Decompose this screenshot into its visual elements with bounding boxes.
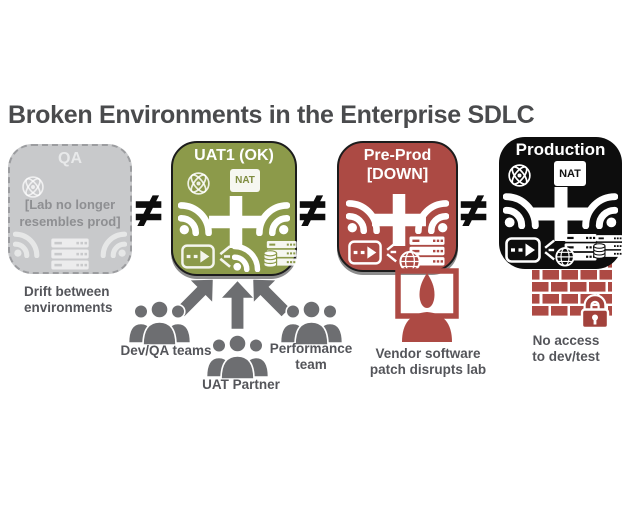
qa-note: [Lab no longer resembles prod] bbox=[10, 197, 130, 231]
qa-caption-line1: Drift between bbox=[24, 284, 110, 299]
server-database-icon bbox=[263, 240, 297, 270]
devqa-teams-label: Dev/QA teams bbox=[120, 343, 212, 358]
network-atom-icon bbox=[185, 170, 212, 197]
server-globe-icon bbox=[555, 233, 597, 267]
env-box-qa: QA [Lab no longer resembles prod] bbox=[8, 144, 132, 274]
qa-caption: Drift between environments bbox=[24, 284, 113, 317]
env-box-production: Production NAT bbox=[499, 137, 622, 269]
server-globe-icon bbox=[399, 236, 445, 272]
wifi-signal-icon bbox=[99, 230, 127, 258]
production-title: Production bbox=[515, 140, 606, 159]
production-caption: No access to dev/test bbox=[518, 333, 614, 366]
nat-chip: NAT bbox=[554, 161, 586, 186]
padlock-icon bbox=[578, 294, 612, 330]
preprod-caption-line1: Vendor software bbox=[375, 346, 481, 361]
server-stack-icon bbox=[49, 238, 91, 270]
dashed-arrow-chip-icon bbox=[505, 237, 541, 263]
qa-note-line2: resembles prod] bbox=[19, 213, 121, 229]
qa-title: QA bbox=[58, 150, 82, 167]
wifi-signal-icon bbox=[580, 191, 618, 229]
converge-lines-icon bbox=[543, 238, 555, 262]
nat-chip: NAT bbox=[230, 169, 260, 192]
page-title: Broken Environments in the Enterprise SD… bbox=[8, 101, 535, 129]
converge-lines-icon bbox=[385, 240, 397, 264]
preprod-caption-line2: patch disrupts lab bbox=[369, 362, 487, 378]
performance-team-line2: team bbox=[295, 357, 327, 373]
performance-team-line1: Performance bbox=[269, 341, 353, 356]
not-equal-icon: ≠ bbox=[299, 183, 326, 237]
wifi-signal-icon bbox=[413, 198, 449, 234]
wifi-signal-icon bbox=[254, 200, 290, 236]
converge-lines-icon bbox=[218, 244, 231, 269]
dashed-arrow-chip-icon bbox=[181, 244, 215, 269]
preprod-title-line1: Pre-Prod bbox=[363, 147, 432, 164]
uat1-title: UAT1 (OK) bbox=[194, 147, 274, 164]
dashed-arrow-chip-icon bbox=[348, 240, 382, 265]
qa-caption-line2: environments bbox=[24, 300, 113, 316]
env-box-uat1: UAT1 (OK) NAT bbox=[171, 141, 297, 276]
env-box-preprod: Pre-Prod [DOWN] bbox=[337, 141, 458, 272]
production-caption-line1: No access bbox=[532, 333, 600, 348]
not-equal-icon: ≠ bbox=[135, 183, 162, 237]
performance-team-label: Performance team bbox=[266, 341, 356, 374]
qa-note-line1: [Lab no longer bbox=[24, 197, 116, 212]
wifi-signal-icon bbox=[232, 242, 262, 272]
preprod-caption: Vendor software patch disrupts lab bbox=[364, 346, 492, 379]
production-caption-line2: to dev/test bbox=[532, 349, 600, 365]
server-database-icon bbox=[593, 234, 623, 261]
person-at-monitor-icon bbox=[393, 268, 461, 342]
preprod-title-line2: [DOWN] bbox=[366, 166, 429, 183]
uat-partner-label: UAT Partner bbox=[202, 377, 280, 392]
network-atom-icon bbox=[506, 162, 533, 189]
wifi-signal-icon bbox=[13, 230, 41, 258]
people-group-icon bbox=[278, 299, 346, 345]
people-group-icon bbox=[126, 299, 194, 345]
not-equal-icon: ≠ bbox=[460, 183, 487, 237]
